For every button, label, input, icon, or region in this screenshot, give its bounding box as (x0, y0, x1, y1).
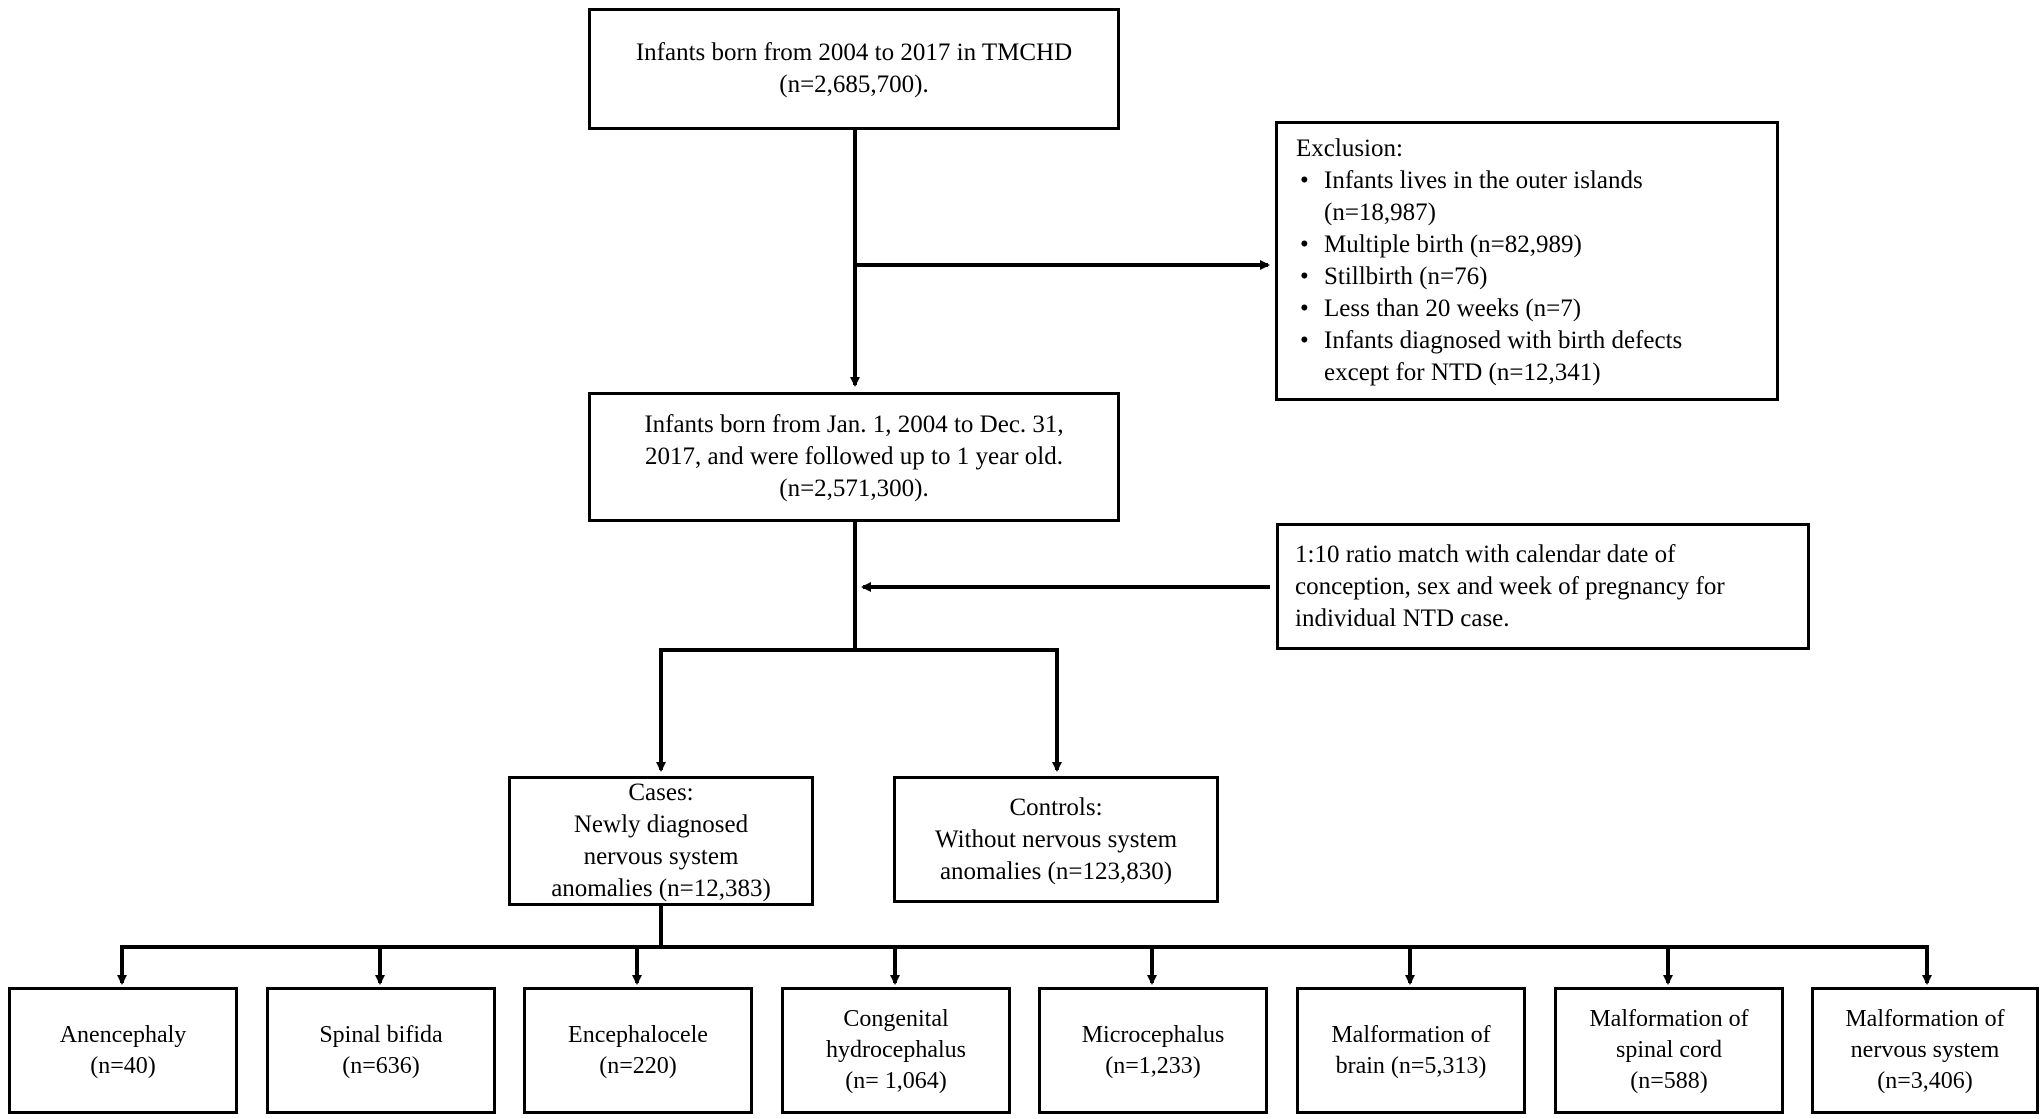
controls-line-1: Controls: (1009, 793, 1103, 821)
category-congenital-hydrocephalus: Congenital hydrocephalus (n= 1,064) (781, 987, 1011, 1114)
exclusion-title: Exclusion: (1296, 135, 1403, 162)
cases-line-3: nervous system (583, 843, 739, 870)
exclusion-list: Infants lives in the outer islands (n=18… (1296, 165, 1682, 389)
match-line-2: conception, sex and week of pregnancy fo… (1295, 572, 1725, 600)
match-line-3: individual NTD case. (1295, 604, 1510, 632)
followed-line-1: Infants born from Jan. 1, 2004 to Dec. 3… (644, 411, 1064, 438)
exclusion-item: Infants lives in the outer islands (n=18… (1296, 165, 1682, 229)
category-spinal-bifida: Spinal bifida (n=636) (266, 987, 496, 1114)
box-followed-cohort: Infants born from Jan. 1, 2004 to Dec. 3… (588, 392, 1120, 522)
cases-line-2: Newly diagnosed (573, 811, 749, 838)
category-anencephaly: Anencephaly (n=40) (8, 987, 238, 1114)
source-line-1: Infants born from 2004 to 2017 in TMCHD (635, 39, 1073, 66)
box-cases: Cases: Newly diagnosed nervous system an… (508, 776, 814, 906)
source-line-2: (n=2,685,700). (779, 71, 929, 98)
match-line-1: 1:10 ratio match with calendar date of (1295, 540, 1676, 568)
box-matching: 1:10 ratio match with calendar date of c… (1276, 523, 1810, 650)
category-malformation-brain: Malformation of brain (n=5,313) (1296, 987, 1526, 1114)
exclusion-item: Less than 20 weeks (n=7) (1296, 293, 1682, 325)
box-exclusion: Exclusion: Infants lives in the outer is… (1275, 121, 1779, 401)
controls-line-2: Without nervous system (934, 825, 1178, 853)
box-controls: Controls: Without nervous system anomali… (893, 776, 1219, 903)
category-malformation-nervous-system: Malformation of nervous system (n=3,406) (1811, 987, 2039, 1114)
exclusion-item: Multiple birth (n=82,989) (1296, 229, 1682, 261)
category-microcephalus: Microcephalus (n=1,233) (1038, 987, 1268, 1114)
exclusion-item: Infants diagnosed with birth defects exc… (1296, 325, 1682, 389)
cases-line-1: Cases: (628, 779, 694, 806)
category-malformation-spinal-cord: Malformation of spinal cord (n=588) (1554, 987, 1784, 1114)
followed-line-3: (n=2,571,300). (779, 475, 929, 502)
controls-line-3: anomalies (n=123,830) (939, 857, 1173, 885)
box-source-population: Infants born from 2004 to 2017 in TMCHD … (588, 8, 1120, 130)
exclusion-item: Stillbirth (n=76) (1296, 261, 1682, 293)
cases-line-4: anomalies (n=12,383) (551, 875, 771, 902)
category-encephalocele: Encephalocele (n=220) (523, 987, 753, 1114)
followed-line-2: 2017, and were followed up to 1 year old… (645, 443, 1063, 470)
